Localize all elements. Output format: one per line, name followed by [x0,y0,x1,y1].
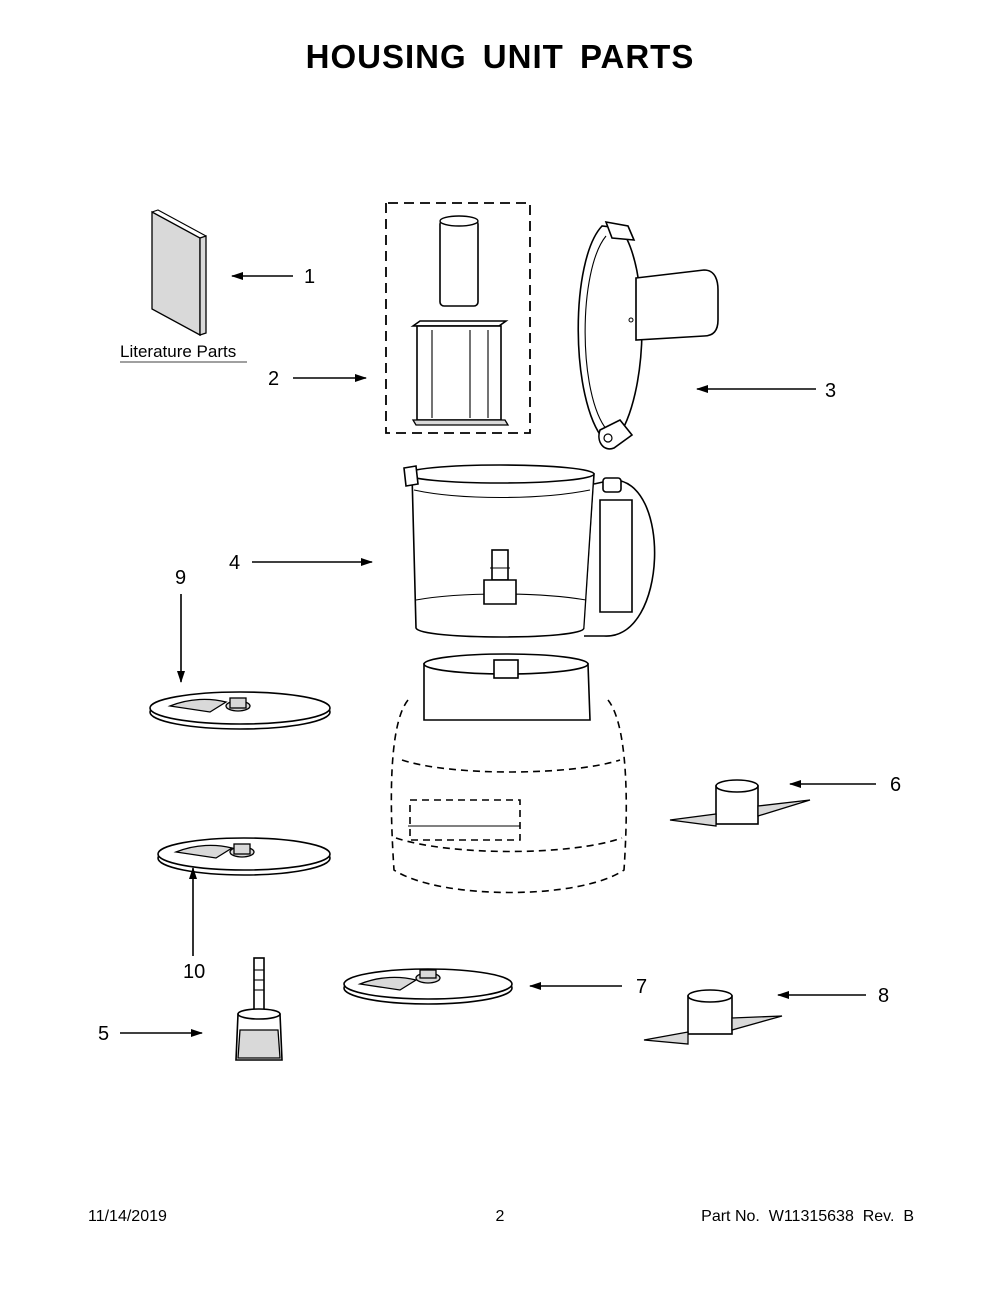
footer-part-number: Part No. W11315638 Rev. B [701,1208,914,1225]
callout-10: 10 [183,961,205,983]
callout-6: 6 [890,774,901,796]
page-title: HOUSING UNIT PARTS [305,38,695,75]
callout-3: 3 [825,380,836,402]
callout-9: 9 [175,567,186,589]
dicing-disc [343,968,513,1005]
shredding-disc [157,837,331,876]
callout-5: 5 [98,1023,109,1045]
literature-parts-label: Literature Parts [120,342,236,361]
literature-booklet [151,209,207,337]
callout-4: 4 [229,552,240,574]
dough-blade [643,989,783,1045]
callout-7: 7 [636,976,647,998]
slicing-disc [149,691,331,730]
footer-date: 11/14/2019 [88,1208,167,1225]
work-bowl-lid [577,220,719,450]
callout-1: 1 [304,266,315,288]
callout-8: 8 [878,985,889,1007]
footer-page-number: 2 [495,1208,505,1225]
feed-pusher-group [385,202,531,434]
disc-stem-adapter [235,957,283,1061]
multipurpose-blade [669,779,811,827]
work-bowl [403,464,656,638]
motor-base [390,653,628,894]
callout-2: 2 [268,368,279,390]
